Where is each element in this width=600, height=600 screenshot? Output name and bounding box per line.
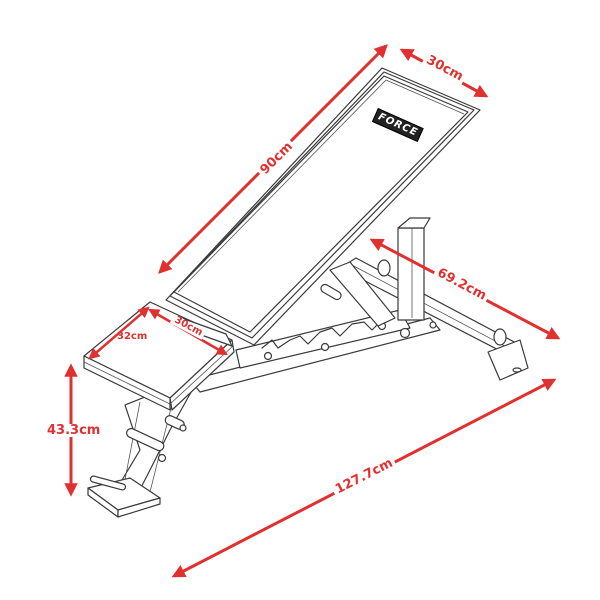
front-leg-assembly <box>87 384 196 518</box>
seat-length-label: 32cm <box>117 331 148 342</box>
seat-height-label: 43.3cm <box>44 424 104 437</box>
